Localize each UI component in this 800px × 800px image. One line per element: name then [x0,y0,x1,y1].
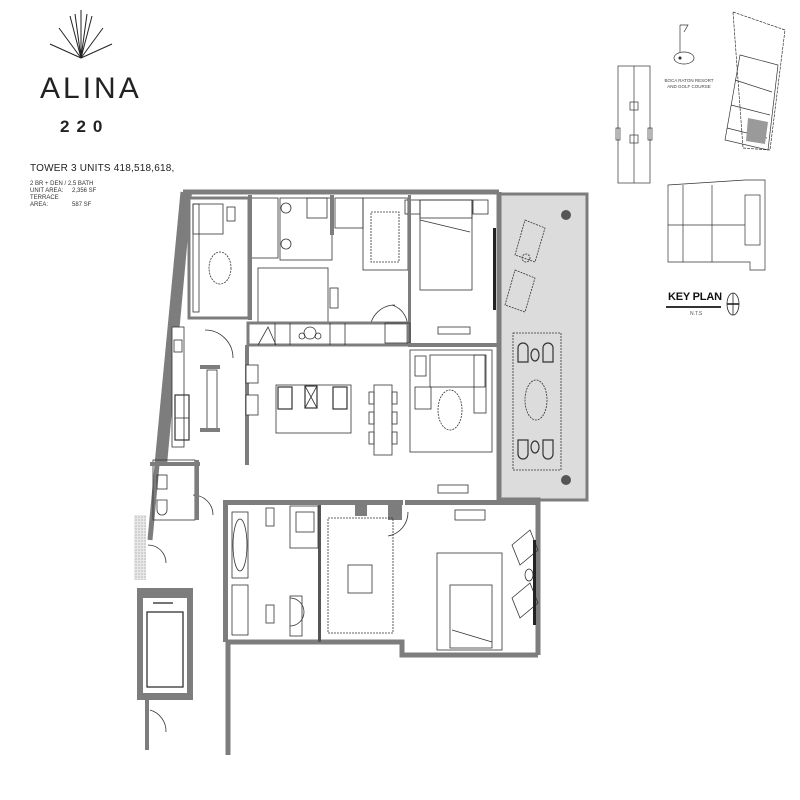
tower-units: TOWER 3 UNITS 418,518,618, [30,163,175,174]
unit-area: UNIT AREA: 2,356 SF [30,188,96,195]
landmark-line-2: AND GOLF COURSE [667,83,711,89]
unit-area-value: 2,356 SF [72,188,97,194]
terrace-area-value: 587 SF [72,202,92,208]
terrace-area: TERRACE AREA: 587 SF [30,195,91,209]
key-plan [615,11,786,271]
key-plan-scale: N.T.S [690,311,703,317]
unit-layout: 2 BR + DEN / 2.5 BATH [30,181,94,187]
brand-number: 220 [60,117,110,136]
elevator [137,588,193,700]
landmark-label: BOCA RATON RESORT AND GOLF COURSE [664,78,714,89]
terrace [497,192,589,502]
landmark-line-1: BOCA RATON RESORT [664,78,714,83]
den [187,196,251,320]
unit-area-label: UNIT AREA: [30,188,64,194]
sunburst-logo-icon [49,10,113,59]
brand-name: ALINA [40,72,142,105]
unit-highlight [746,118,768,144]
terrace-area-label: TERRACE AREA: [30,195,59,208]
golf-flag-icon [673,24,695,65]
key-plan-title: KEY PLAN [668,291,722,303]
north-arrow-icon [726,292,740,316]
key-plan-rule [666,306,721,308]
